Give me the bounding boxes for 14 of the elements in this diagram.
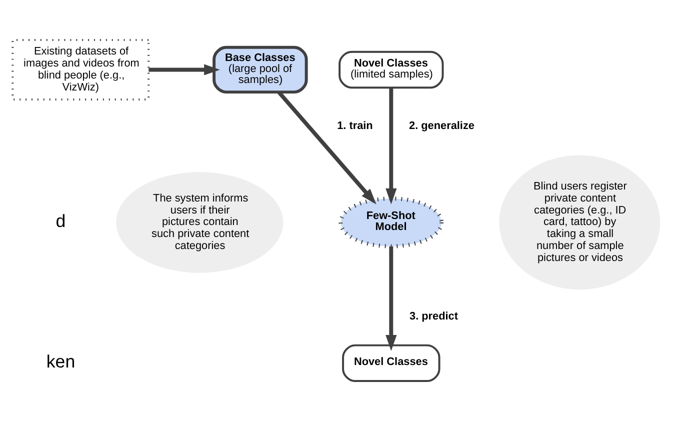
node-box: Existing datasets of images and videos from blind people (e.g., VizWiz) bbox=[12, 38, 150, 100]
edge-label: 1. train bbox=[337, 120, 373, 132]
node-box: Novel Classes (limited samples) bbox=[338, 50, 444, 89]
node-ellipse: Few-Shot Model bbox=[338, 196, 444, 248]
arrow bbox=[148, 64, 220, 76]
node-box: Novel Classes bbox=[342, 344, 440, 382]
arrow bbox=[277, 91, 376, 204]
edge-label: 3. predict bbox=[410, 310, 458, 322]
edge-label: 2. generalize bbox=[409, 120, 474, 132]
arrow bbox=[386, 246, 397, 351]
node-box: Base Classes (large pool of samples) bbox=[212, 46, 308, 94]
arrow bbox=[386, 88, 397, 204]
label: d bbox=[56, 210, 66, 231]
label: ken bbox=[46, 352, 76, 372]
